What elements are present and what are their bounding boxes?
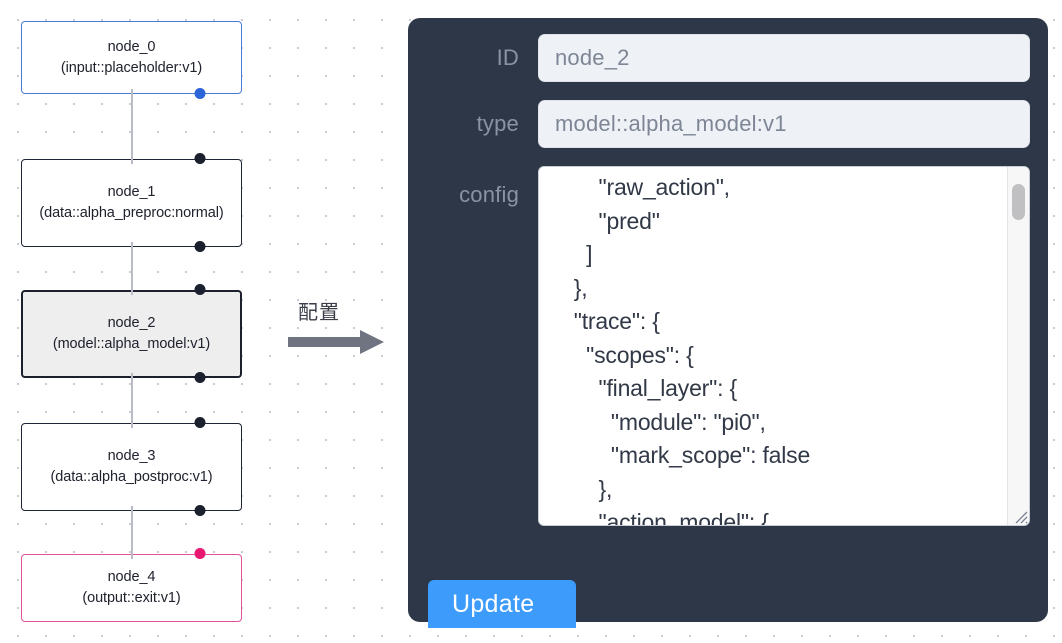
node-label-group: node_4 (output::exit:v1) <box>30 567 233 609</box>
edge-node2-node3 <box>131 373 133 428</box>
node-handle-source-node_2[interactable] <box>194 372 206 383</box>
node-id-label: node_4 <box>107 569 156 585</box>
edge-node0-node1 <box>131 89 133 164</box>
update-button[interactable]: Update <box>428 580 576 628</box>
node-handle-source-node_3[interactable] <box>194 505 206 516</box>
config-scrollbar[interactable] <box>1007 167 1029 525</box>
graph-node-node_0[interactable]: node_0 (input::placeholder:v1) <box>21 21 242 94</box>
node-label-group: node_3 (data::alpha_postproc:v1) <box>30 446 233 488</box>
edge-node3-node4 <box>131 506 133 559</box>
graph-node-node_1[interactable]: node_1 (data::alpha_preproc:normal) <box>21 159 242 247</box>
type-input[interactable]: model::alpha_model:v1 <box>538 100 1030 148</box>
graph-node-node_4[interactable]: node_4 (output::exit:v1) <box>21 554 242 622</box>
node-handle-source-node_1[interactable] <box>194 241 206 252</box>
id-input[interactable]: node_2 <box>538 34 1030 82</box>
node-id-label: node_3 <box>107 448 156 464</box>
annotation-label: 配置 <box>298 300 340 324</box>
node-id-label: node_0 <box>107 38 156 55</box>
resize-grip-icon[interactable] <box>1012 508 1028 524</box>
node-handle-source-node_0[interactable] <box>194 88 206 99</box>
node-handle-target-node_2[interactable] <box>194 284 206 295</box>
node-label-group: node_2 (model::alpha_model:v1) <box>31 313 232 355</box>
field-row-type: type model::alpha_model:v1 <box>426 100 1030 148</box>
flow-graph[interactable]: node_0 (input::placeholder:v1) node_1 (d… <box>0 0 400 643</box>
config-textarea[interactable]: "raw_action", "pred" ] }, "trace": { "sc… <box>573 174 811 525</box>
node-type-label: (input::placeholder:v1) <box>60 59 203 76</box>
config-textarea-wrapper[interactable]: "raw_action", "pred" ] }, "trace": { "sc… <box>538 166 1030 526</box>
graph-node-node_3[interactable]: node_3 (data::alpha_postproc:v1) <box>21 423 242 511</box>
node-config-panel: ID node_2 type model::alpha_model:v1 con… <box>408 18 1048 622</box>
field-row-id: ID node_2 <box>426 34 1030 82</box>
node-type-label: (output::exit:v1) <box>82 590 181 606</box>
annotation-arrow-group: 配置 <box>288 296 398 360</box>
node-id-label: node_2 <box>107 315 156 331</box>
node-label-group: node_0 (input::placeholder:v1) <box>30 37 233 79</box>
config-field-label: config <box>459 182 519 207</box>
node-type-label: (data::alpha_postproc:v1) <box>50 469 213 485</box>
node-id-label: node_1 <box>107 184 156 200</box>
node-handle-target-node_1[interactable] <box>194 153 206 164</box>
type-field-label: type <box>476 111 519 136</box>
graph-node-node_2[interactable]: node_2 (model::alpha_model:v1) <box>21 290 242 378</box>
node-handle-target-node_4[interactable] <box>194 548 206 559</box>
id-field-label: ID <box>496 45 519 70</box>
field-row-config: config "raw_action", "pred" ] }, "trace"… <box>426 166 1030 526</box>
arrow-right-icon <box>288 330 384 354</box>
edge-node1-node2 <box>131 242 133 295</box>
config-scrollbar-thumb[interactable] <box>1012 184 1025 220</box>
node-label-group: node_1 (data::alpha_preproc:normal) <box>30 182 233 224</box>
node-handle-target-node_3[interactable] <box>194 417 206 428</box>
node-type-label: (model::alpha_model:v1) <box>52 336 211 352</box>
node-type-label: (data::alpha_preproc:normal) <box>39 205 224 221</box>
